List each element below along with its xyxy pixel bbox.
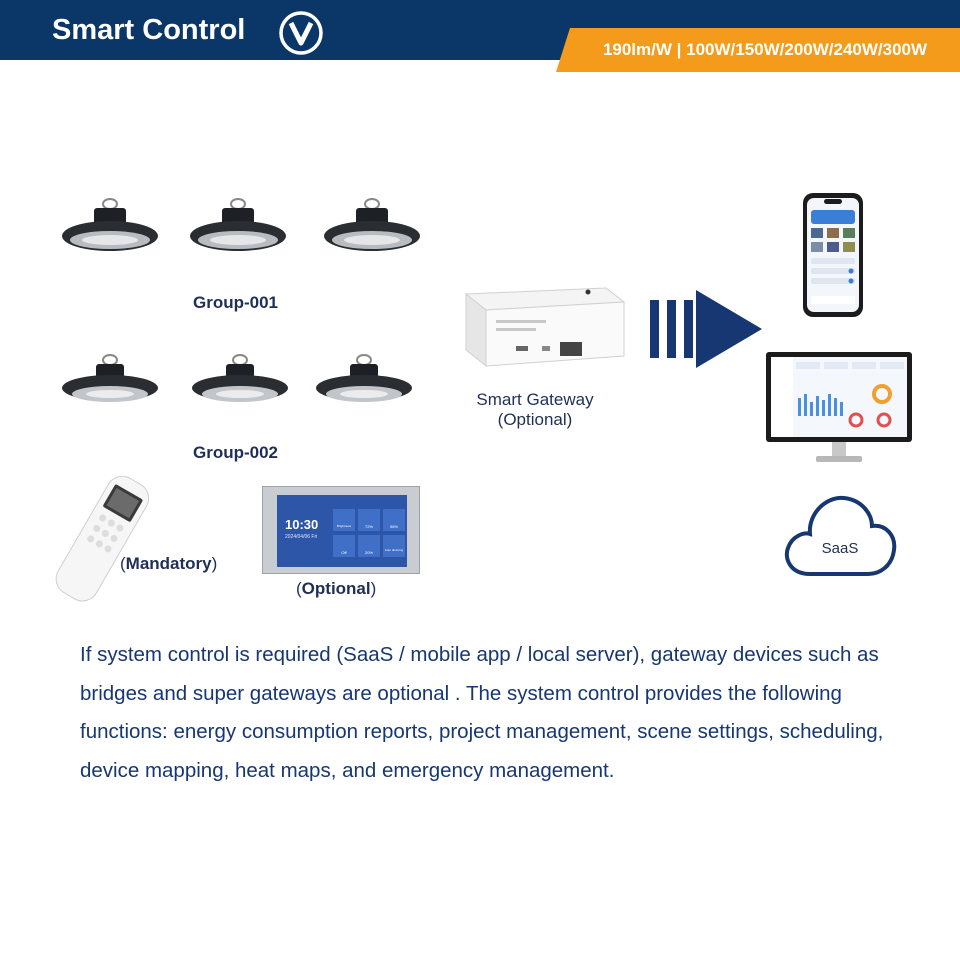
panel-screen: 10:30 2024/04/06 Fri Brightness 72% 56% … [277, 495, 407, 567]
remote-caption: (Mandatory) [120, 554, 217, 574]
cloud-icon [782, 488, 898, 580]
ufo-highbay-lamp-icon [188, 198, 288, 258]
cloud-label: SaaS [782, 540, 898, 557]
ufo-highbay-lamp-icon [190, 352, 290, 410]
gateway-device-icon [456, 284, 628, 374]
ufo-highbay-lamp-icon [60, 198, 160, 258]
ufo-highbay-lamp-icon [60, 352, 160, 410]
gateway-caption-title: Smart Gateway [460, 390, 610, 410]
panel-tile: 72% [358, 509, 380, 531]
gateway-caption: Smart Gateway (Optional) [460, 390, 610, 430]
ufo-highbay-lamp-icon [322, 198, 422, 258]
panel-tile: Off [333, 535, 355, 557]
spec-text: 190lm/W | 100W/150W/200W/240W/300W [556, 28, 960, 72]
panel-tile: 20% [358, 535, 380, 557]
remote-caption-text: Mandatory [126, 554, 212, 573]
touch-panel-icon: 10:30 2024/04/06 Fri Brightness 72% 56% … [262, 486, 420, 574]
remote-control-icon [36, 476, 166, 602]
panel-caption: (Optional) [296, 579, 376, 599]
panel-screen-date: 2024/04/06 Fri [285, 534, 317, 540]
panel-tile: 56% [383, 509, 405, 531]
ufo-highbay-lamp-icon [314, 352, 414, 410]
smartphone-icon [802, 192, 864, 318]
panel-caption-text: Optional [302, 579, 371, 598]
brand-logo-icon [277, 9, 325, 57]
panel-tile: Auto dimming [383, 535, 405, 557]
spec-tab: 190lm/W | 100W/150W/200W/240W/300W [556, 28, 960, 72]
gateway-caption-optional: (Optional) [460, 410, 610, 430]
page-title: Smart Control [52, 14, 245, 47]
panel-screen-time: 10:30 [285, 517, 318, 532]
group-label-001: Group-001 [193, 293, 278, 313]
description-text: If system control is required (SaaS / mo… [80, 636, 920, 790]
monitor-icon [764, 350, 914, 466]
panel-tile: Brightness [333, 509, 355, 531]
arrow-right-icon [650, 290, 762, 368]
group-label-002: Group-002 [193, 443, 278, 463]
